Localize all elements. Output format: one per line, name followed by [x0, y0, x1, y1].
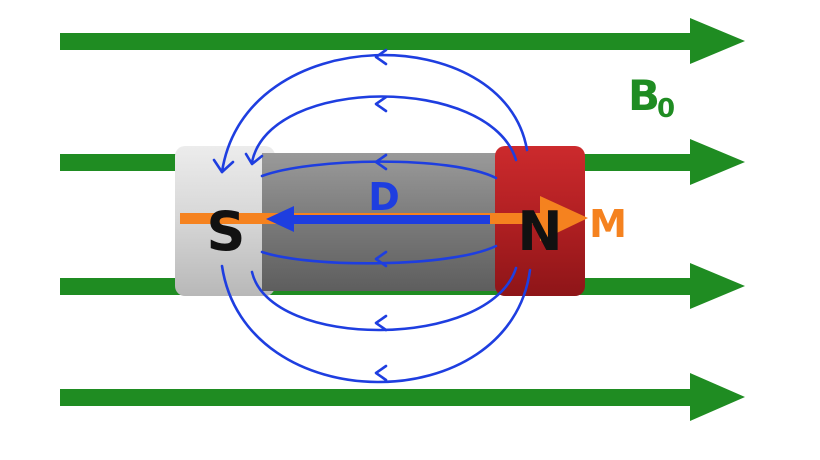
field-loop-outer-top [220, 53, 529, 174]
field-line-loops [220, 53, 532, 384]
demagnetizing-arrow [266, 206, 490, 232]
field-line-arrowheads [212, 48, 388, 382]
north-pole-label: N [517, 200, 562, 263]
loop-arrowhead [374, 250, 388, 268]
south-pole-label: S [207, 200, 246, 263]
loop-arrowhead [244, 152, 264, 166]
loop-arrowhead [374, 364, 388, 382]
demagnetizing-field-label: D [368, 175, 400, 219]
field-loop-outer-bottom [220, 264, 532, 384]
field-loop-inner-bottom [260, 244, 498, 265]
field-arrow-4 [60, 373, 745, 421]
magnetization-label: M [589, 202, 627, 246]
loop-arrowhead [212, 158, 235, 174]
loop-arrowhead [374, 48, 388, 66]
field-loop-inner-top [260, 160, 498, 180]
external-field-label: B [628, 71, 660, 120]
field-arrow-1 [60, 18, 745, 64]
loop-arrowhead [374, 95, 388, 113]
loop-arrowhead [374, 153, 388, 171]
external-field-subscript: 0 [657, 94, 675, 124]
field-loop-middle-bottom [250, 266, 518, 332]
field-loop-middle-top [250, 95, 518, 164]
loop-arrowhead [374, 314, 388, 332]
